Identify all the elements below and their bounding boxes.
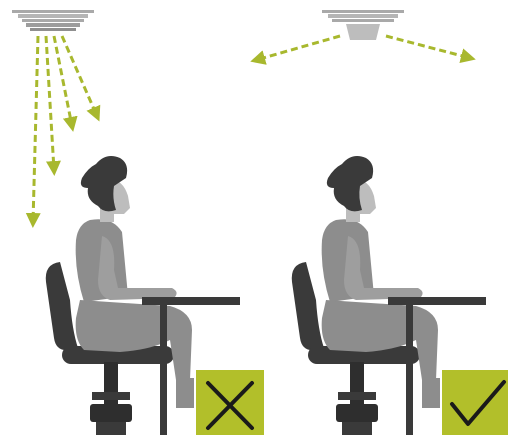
scene-correct — [256, 10, 508, 435]
scene-incorrect — [12, 10, 264, 435]
verdict-incorrect-cross-icon — [196, 370, 264, 435]
ceiling-light-diffuse-icon — [322, 10, 404, 40]
ceiling-light-direct-icon — [12, 10, 94, 31]
seated-woman-figure — [322, 156, 440, 408]
seated-woman-figure — [76, 156, 194, 408]
direct-light-rays — [33, 36, 97, 222]
verdict-correct-check-icon — [442, 370, 508, 435]
